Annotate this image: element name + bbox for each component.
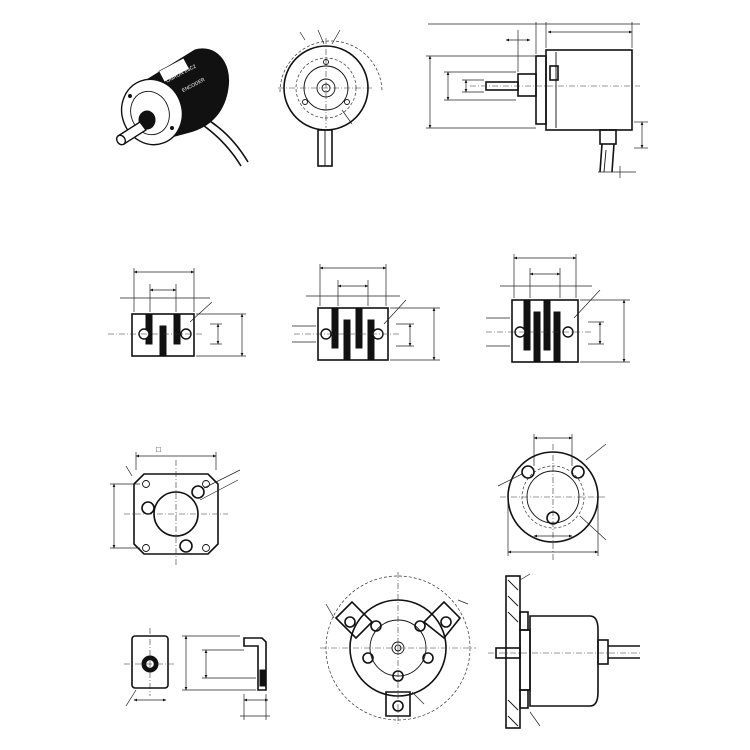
flange-square-view: □ <box>110 445 241 566</box>
encoder-side-view <box>426 22 648 178</box>
square-symbol: □ <box>156 445 161 454</box>
bracket-front-view <box>124 628 176 707</box>
bracket-side-view <box>182 635 270 720</box>
mounting-servo-clamps-front-view <box>320 572 476 724</box>
coupling-medium <box>292 264 440 361</box>
encoder-front-view <box>278 29 383 167</box>
coupling-large <box>486 254 630 363</box>
encoder-perspective-view: OMRON E6C2 ENCODER <box>115 48 249 167</box>
mounting-servo-clamps-side-view <box>488 573 640 729</box>
flange-round-view <box>497 434 607 560</box>
coupling-small <box>108 268 246 357</box>
